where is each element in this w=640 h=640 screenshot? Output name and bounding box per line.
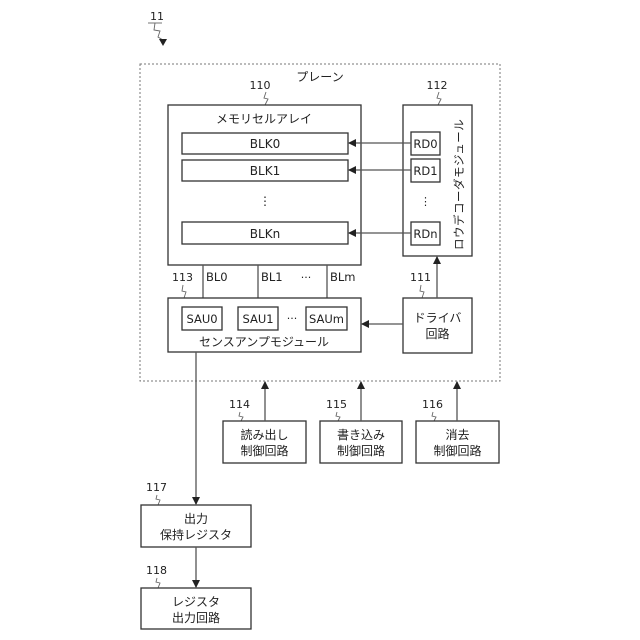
memory-array-ref: 110 — [250, 79, 271, 92]
output-register-ref-leader — [156, 495, 160, 505]
row-decoder-ellipsis: ⋮ — [420, 195, 431, 208]
row-decoder-ref-leader — [437, 92, 441, 105]
block-ellipsis: ⋮ — [259, 194, 271, 208]
row-decoder-n-label: RDn — [413, 227, 437, 241]
register-output-ref-leader — [156, 578, 160, 588]
bit-line-ellipsis: ··· — [301, 271, 312, 284]
register-output-label-line2: 出力回路 — [172, 610, 220, 625]
figure-ref-arrowhead-icon — [159, 39, 167, 46]
read-control-label-line1: 読み出し — [240, 427, 288, 442]
driver-ref: 111 — [410, 271, 431, 284]
driver-ref-leader — [420, 285, 424, 298]
write-control-label-line2: 制御回路 — [337, 443, 385, 458]
block-0-label: BLK0 — [250, 137, 280, 151]
block-n-label: BLKn — [250, 227, 280, 241]
sense-amp-unit-1-label: SAU1 — [242, 312, 273, 326]
erase-control-label-line2: 制御回路 — [433, 443, 481, 458]
block-1-label: BLK1 — [250, 164, 280, 178]
bit-line-1-label: BL1 — [261, 270, 283, 284]
figure-ref-label: 11 — [150, 10, 164, 23]
output-register-label-line1: 出力 — [184, 512, 208, 526]
row-decoder-module-label: ロウデコーダモジュール — [452, 119, 466, 250]
memory-array-ref-leader — [264, 92, 268, 105]
driver-circuit-label-line1: ドライバ — [414, 311, 462, 325]
memory-cell-array-label: メモリセルアレイ — [216, 112, 312, 126]
write-control-label-line1: 書き込み — [337, 428, 385, 442]
sense-amp-unit-0-label: SAU0 — [186, 312, 217, 326]
row-decoder-0-label: RD0 — [413, 137, 437, 151]
erase-control-label-line1: 消去 — [445, 428, 469, 442]
register-output-ref: 118 — [146, 564, 167, 577]
bit-line-m-label: BLm — [330, 270, 356, 284]
read-control-ref: 114 — [229, 398, 250, 411]
read-control-label-line2: 制御回路 — [240, 443, 288, 458]
write-control-ref: 115 — [326, 398, 347, 411]
row-decoder-1-label: RD1 — [413, 164, 437, 178]
row-decoder-ref: 112 — [427, 79, 448, 92]
erase-control-ref-leader — [432, 412, 436, 421]
driver-circuit-box — [403, 298, 472, 353]
output-register-label-line2: 保持レジスタ — [160, 527, 232, 542]
plane-label: プレーン — [296, 70, 343, 84]
write-control-ref-leader — [336, 412, 340, 421]
sense-amp-ref-leader — [182, 285, 186, 298]
sense-amp-unit-m-label: SAUm — [309, 312, 344, 326]
register-output-label-line1: レジスタ — [172, 595, 220, 609]
figure-ref-leader — [154, 23, 163, 40]
sense-amp-module-label: センスアンプモジュール — [199, 335, 329, 349]
erase-control-ref: 116 — [422, 398, 443, 411]
output-register-ref: 117 — [146, 481, 167, 494]
sense-amp-ellipsis: ··· — [287, 312, 298, 325]
read-control-ref-leader — [239, 412, 243, 421]
bit-line-0-label: BL0 — [206, 270, 228, 284]
driver-circuit-label-line2: 回路 — [425, 326, 449, 341]
sense-amp-ref: 113 — [172, 271, 193, 284]
